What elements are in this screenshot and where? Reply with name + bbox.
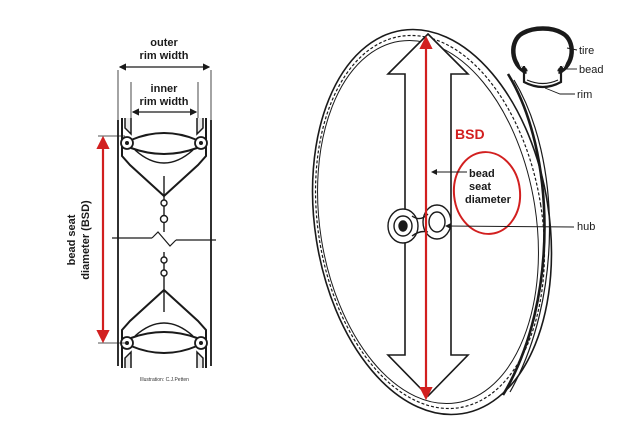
tire-inset: tire bead rim — [511, 26, 603, 101]
outer-rim-width-label-2: rim width — [140, 50, 189, 62]
wheel-bsd-label-3: diameter — [465, 194, 512, 206]
tire-inset-drawing — [511, 26, 574, 89]
rim-cross-section: outer rim width inner rim width — [66, 37, 216, 383]
rim-profile-bottom — [120, 288, 208, 368]
wheel-bsd-callout: bead seat diameter — [431, 151, 522, 235]
wheel-bsd-heading: BSD — [455, 126, 485, 142]
break-symbol — [112, 231, 216, 247]
rim-profile-top — [120, 118, 208, 198]
inner-rim-width-label-1: inner — [151, 83, 179, 95]
inner-rim-width-dimension: inner rim width — [130, 82, 199, 124]
hub-callout: hub — [445, 221, 595, 233]
bsd-dimension-red — [96, 135, 125, 344]
tire-inset-rim-label: rim — [577, 89, 592, 101]
bsd-rotated-label: bead seat diameter (BSD) — [66, 200, 92, 280]
bsd-rotated-label-1: bead seat — [66, 214, 78, 265]
outer-rim-width-label-1: outer — [150, 37, 178, 49]
hub-label: hub — [577, 221, 595, 233]
tire-inset-bead-label: bead — [579, 64, 603, 76]
bsd-rotated-label-2: diameter (BSD) — [80, 200, 92, 280]
outer-rim-width-dimension: outer rim width — [117, 37, 212, 122]
spoke-centre-line — [159, 196, 169, 290]
rim-sidewalls — [117, 120, 212, 366]
illustration-credit: Illustration: C.J.Petten — [140, 377, 189, 383]
wheel: BSD bead seat diameter hub — [311, 28, 595, 416]
wheel-rim-rings — [311, 28, 553, 416]
inner-rim-width-label-2: rim width — [140, 96, 189, 108]
wheel-bsd-label-2: seat — [469, 181, 491, 193]
wheel-bsd-label-1: bead — [469, 168, 495, 180]
tire-inset-tire-label: tire — [579, 45, 594, 57]
